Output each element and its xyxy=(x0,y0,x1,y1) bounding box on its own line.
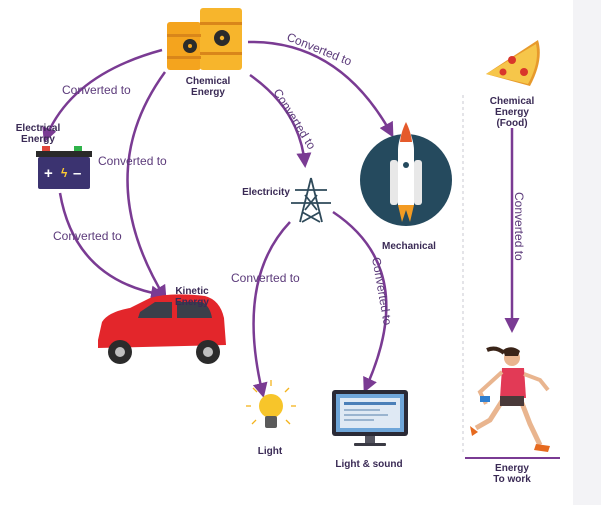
power-pylon-icon xyxy=(291,177,331,223)
arrow-chemical-to-mechanical xyxy=(247,40,394,138)
arrow-chemical-to-kinetic xyxy=(126,71,167,301)
barrels-icon xyxy=(167,8,242,70)
mechanical-label: Mechanical xyxy=(382,241,436,252)
svg-text:–: – xyxy=(73,165,81,182)
converted-to-label: Converted to xyxy=(62,83,131,97)
converted-to-label: Converted to xyxy=(53,229,122,243)
arrow-electricity-to-light xyxy=(252,221,291,398)
arrow-chemical-to-electrical xyxy=(42,48,163,143)
battery-icon: + ϟ – xyxy=(36,146,92,189)
electricity-label: Electricity xyxy=(242,187,290,198)
monitor-icon xyxy=(332,390,408,446)
arrow-electricity-to-lightsound xyxy=(332,210,388,393)
runner-icon xyxy=(470,346,550,452)
energy-to-work-label: Energy To work xyxy=(493,463,531,485)
converted-to-label: Converted to xyxy=(98,154,167,168)
light-sound-label: Light & sound xyxy=(335,459,403,470)
kinetic-energy-label: Kinetic Energy xyxy=(175,286,209,308)
svg-text:ϟ: ϟ xyxy=(61,166,68,180)
electrical-energy-label: Electrical Energy xyxy=(15,123,61,145)
converted-to-label: Converted to xyxy=(270,86,318,152)
pizza-icon xyxy=(486,40,540,86)
chemical-energy-label: Chemical Energy xyxy=(185,76,231,98)
arrow-electrical-to-kinetic xyxy=(58,192,166,301)
converted-to-label: Converted to xyxy=(231,271,300,285)
light-label: Light xyxy=(257,446,283,457)
svg-text:+: + xyxy=(44,165,53,182)
rocket-icon xyxy=(360,122,452,226)
converted-to-label: Converted to xyxy=(512,192,526,261)
arrow-chemical-to-electricity xyxy=(249,73,312,168)
chemical-food-label: Chemical Energy (Food) xyxy=(489,96,535,129)
arrows xyxy=(42,40,520,398)
car-icon xyxy=(98,294,226,364)
converted-to-label: Converted to xyxy=(369,256,395,326)
light-bulb-icon xyxy=(246,380,296,428)
